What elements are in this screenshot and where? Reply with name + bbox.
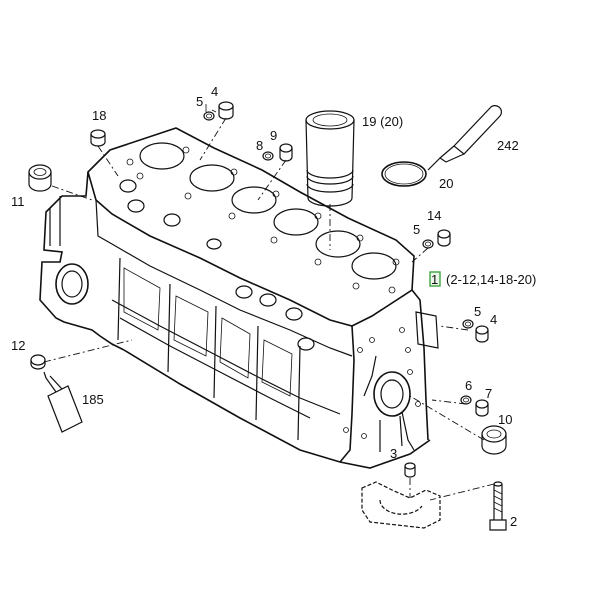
plug-part-4-right xyxy=(475,325,489,343)
callout-185: 185 xyxy=(82,392,104,407)
callout-5-mid: 5 xyxy=(474,304,481,319)
callout-7: 7 xyxy=(485,386,492,401)
bushing-part-11 xyxy=(28,164,52,192)
leader-lines xyxy=(43,104,495,501)
callout-11: 11 xyxy=(11,194,25,209)
callout-20: 20 xyxy=(439,176,453,191)
engine-block xyxy=(39,127,439,469)
plug-part-18 xyxy=(90,129,106,147)
bushing-part-10 xyxy=(481,425,507,455)
sealant-tube-part-242 xyxy=(427,105,502,171)
main-bearing-cap xyxy=(361,481,441,529)
callout-2: 2 xyxy=(510,514,517,529)
callout-labels: 4 5 18 19 (20) 242 9 8 11 20 14 5 1 (2-1… xyxy=(11,84,536,529)
callout-4-top: 4 xyxy=(211,84,218,99)
cylinder-liner-part-19 xyxy=(305,110,355,207)
plug-part-9 xyxy=(279,143,293,162)
callout-4-right: 4 xyxy=(490,312,497,327)
callout-5-top: 5 xyxy=(196,94,203,109)
bolt-part-2 xyxy=(489,481,507,531)
o-ring-part-20 xyxy=(381,161,427,187)
callout-14: 14 xyxy=(427,208,441,223)
callout-19: 19 (20) xyxy=(362,114,403,129)
callout-18: 18 xyxy=(92,108,106,123)
seal-ring-part-8 xyxy=(262,151,274,161)
seal-ring-part-5-top xyxy=(203,111,215,121)
plug-part-7 xyxy=(475,399,489,417)
plug-part-14 xyxy=(437,229,451,247)
callout-9: 9 xyxy=(270,128,277,143)
plug-part-4-top xyxy=(218,101,234,120)
callout-12: 12 xyxy=(11,338,25,353)
callout-10: 10 xyxy=(498,412,512,427)
callout-1-range: (2-12,14-18-20) xyxy=(446,272,536,287)
highlight-box-part-1 xyxy=(429,271,441,287)
seal-ring-part-6 xyxy=(460,395,472,405)
plug-part-12 xyxy=(30,354,46,370)
callout-3: 3 xyxy=(390,446,397,461)
seal-ring-part-5-mid xyxy=(462,319,474,329)
callout-6: 6 xyxy=(465,378,472,393)
callout-8: 8 xyxy=(256,138,263,153)
callout-1-number: 1 xyxy=(431,272,438,287)
sealant-bottle-part-185 xyxy=(43,371,83,433)
dowel-part-3 xyxy=(404,462,416,478)
callout-5-right: 5 xyxy=(413,222,420,237)
callout-242: 242 xyxy=(497,138,519,153)
seal-ring-part-5-right xyxy=(422,239,434,249)
